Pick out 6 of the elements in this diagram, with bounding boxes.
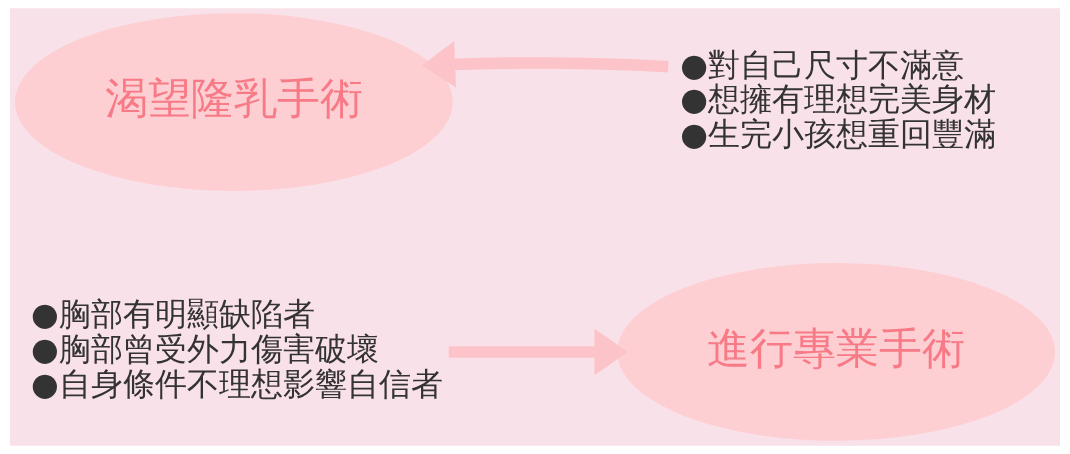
node-ellipse: 進行專業手術 (617, 263, 1055, 441)
node-text: ●胸部有明顯缺陷者 ●胸部曾受外力傷害破壞 ●自身條件不理想影響自信者 (30, 296, 443, 402)
node-ellipse: 渴望隆乳手術 (15, 13, 453, 191)
arrow (421, 41, 669, 88)
node-text: ●對自己尺寸不滿意 ●想擁有理想完美身材 ●生完小孩想重回豐滿 (680, 46, 996, 152)
arrow (448, 328, 628, 376)
